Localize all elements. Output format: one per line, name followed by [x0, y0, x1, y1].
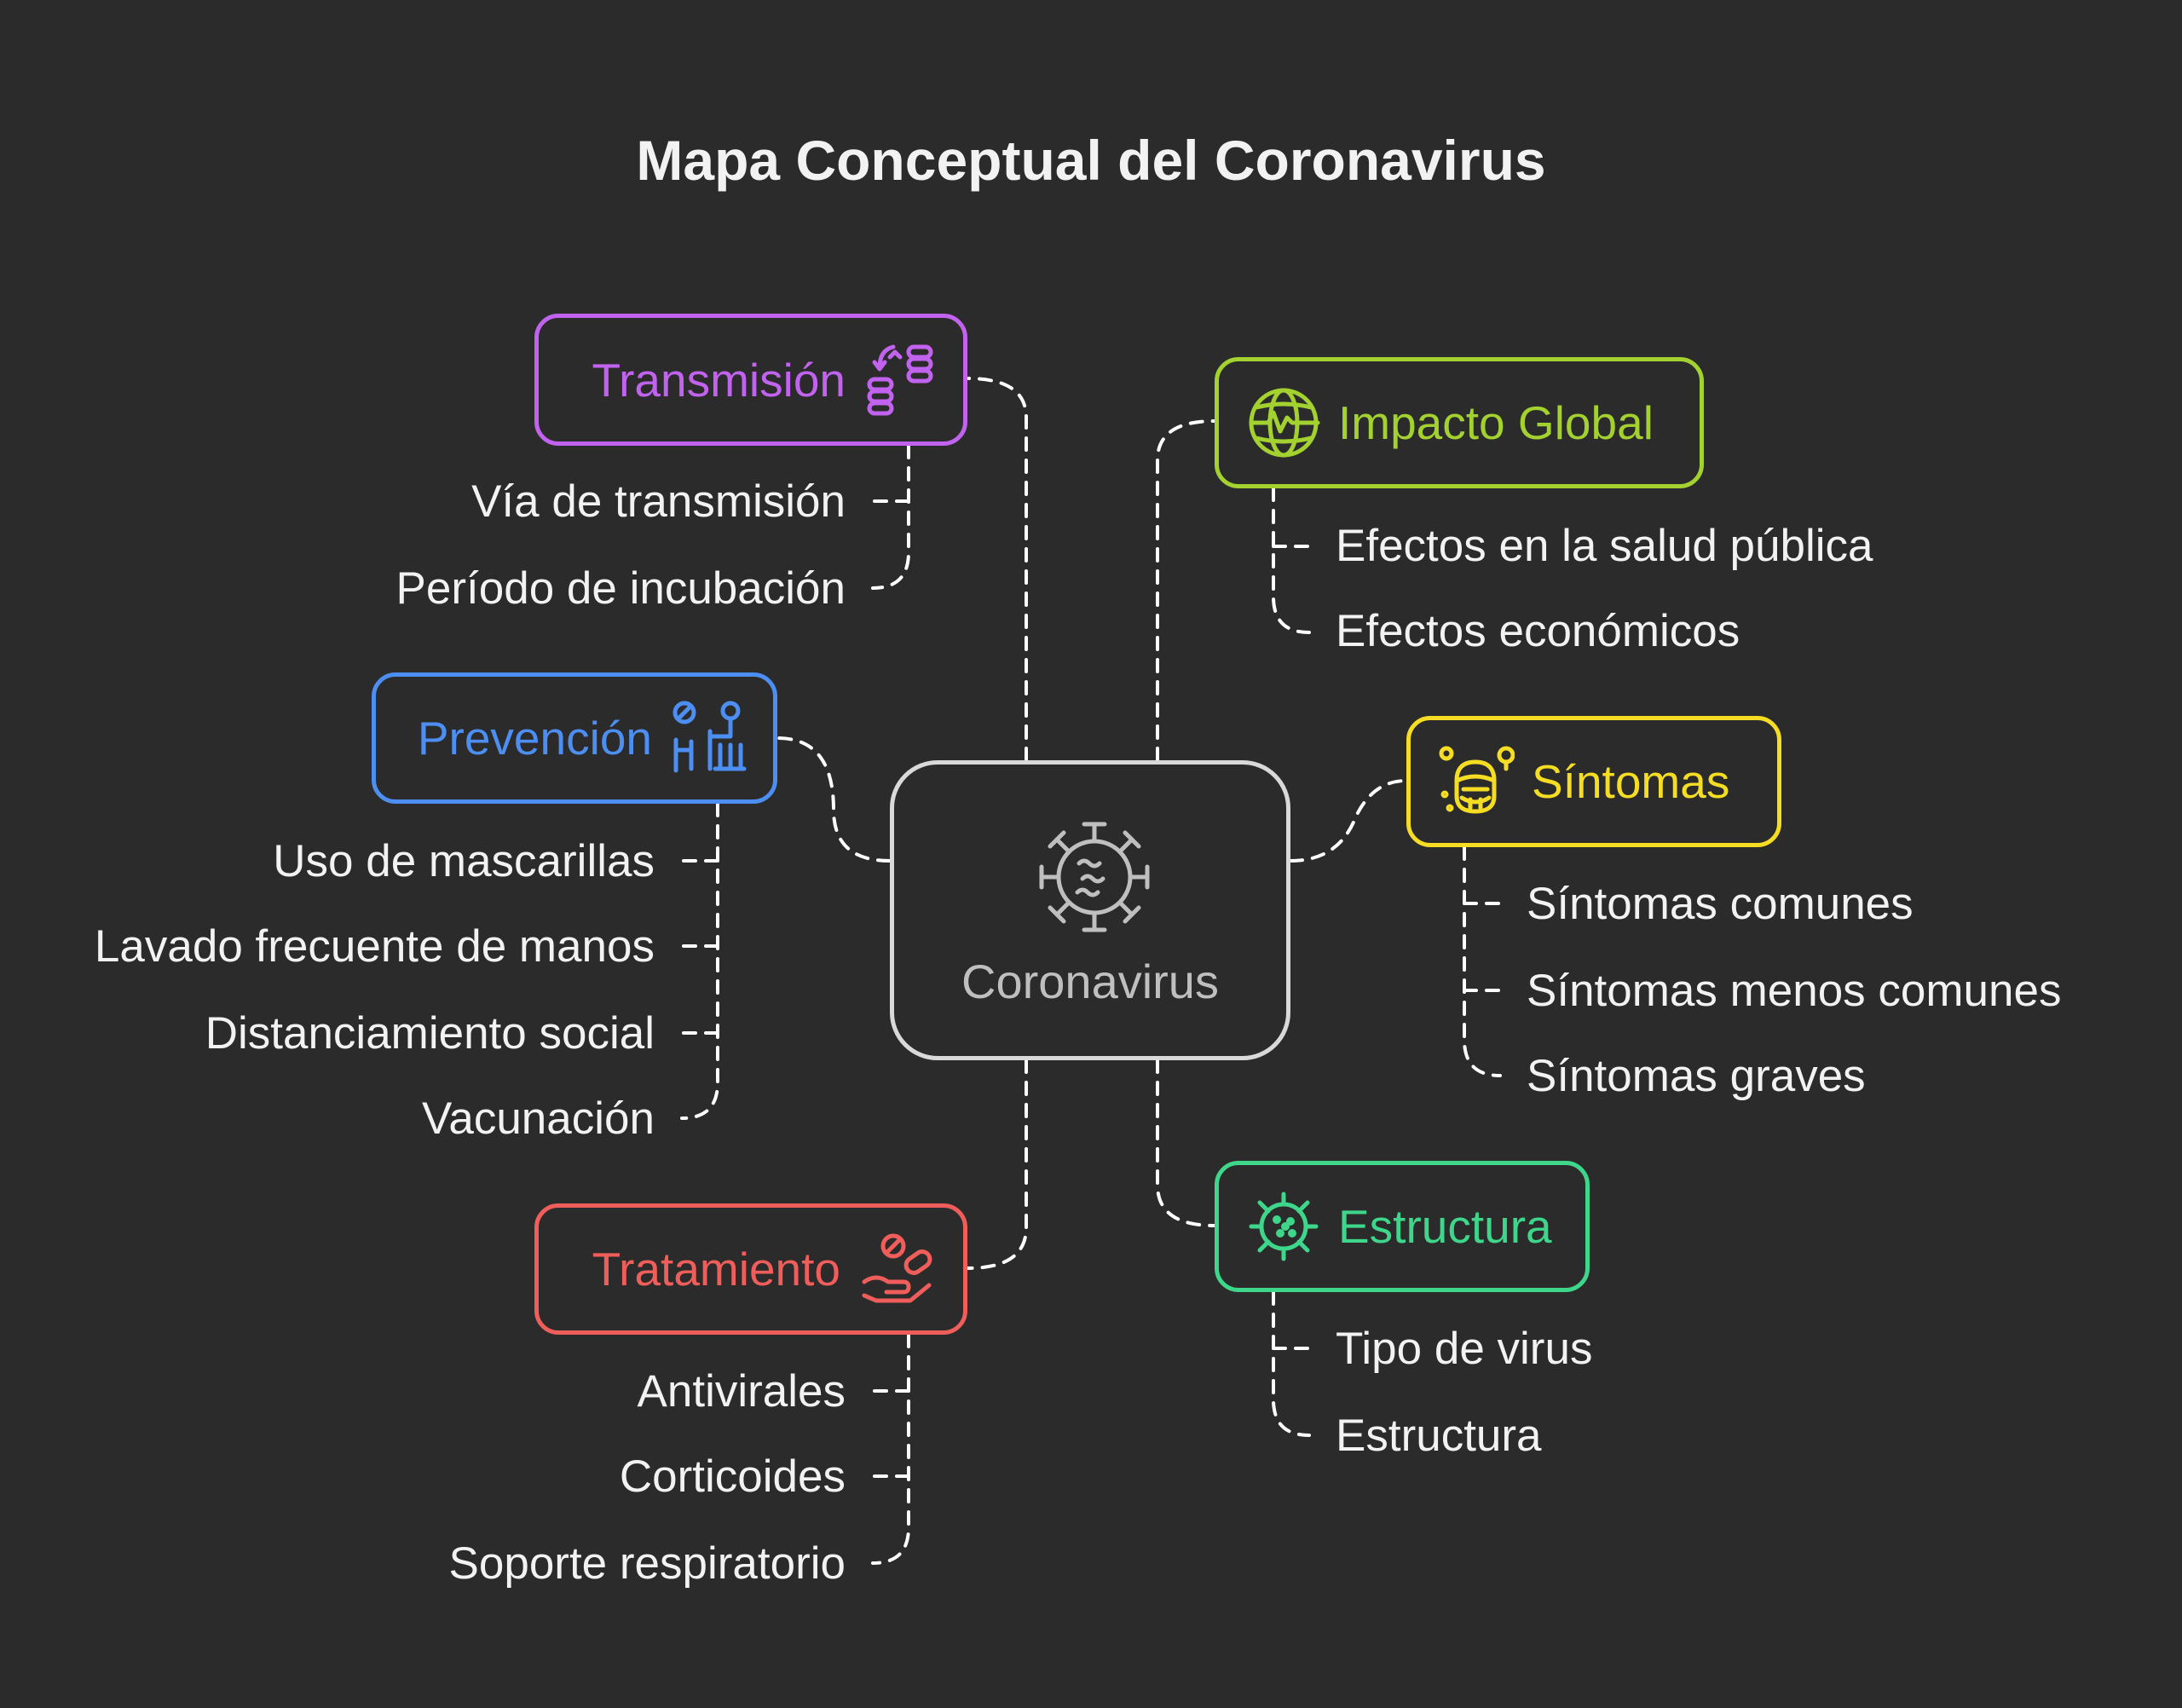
branch-impacto[interactable]: Impacto Global — [1215, 357, 1704, 488]
prevention-icon — [672, 701, 747, 773]
connector-sintomas — [1289, 779, 1408, 863]
branch-impacto-label: Impacto Global — [1338, 396, 1654, 449]
leaf-prevencion-2: Lavado frecuente de manos — [94, 921, 655, 972]
connector-tratamiento — [966, 1059, 1028, 1270]
leaf-sintomas-1: Síntomas comunes — [1527, 879, 1914, 929]
connector-transmision — [966, 377, 1028, 762]
leaf-sintomas-3: Síntomas graves — [1527, 1051, 1866, 1101]
branch-sintomas-label: Síntomas — [1532, 755, 1730, 808]
branch-prevencion[interactable]: Prevención — [372, 672, 777, 804]
branch-tratamiento[interactable]: Tratamiento — [534, 1203, 967, 1335]
page-title: Mapa Conceptual del Coronavirus — [636, 129, 1546, 192]
branch-tratamiento-label: Tratamiento — [592, 1243, 840, 1295]
center-node[interactable]: Coronavirus — [890, 760, 1290, 1060]
leaf-transmision-2: Período de incubación — [395, 563, 846, 614]
branch-prevencion-label: Prevención — [417, 712, 652, 765]
leaf-prevencion-3: Distanciamiento social — [205, 1008, 655, 1059]
branch-estructura-label: Estructura — [1338, 1200, 1552, 1253]
connector-prevencion — [776, 736, 892, 863]
leaf-prevencion-1: Uso de mascarillas — [273, 836, 655, 886]
leaf-sintomas-2: Síntomas menos comunes — [1527, 966, 2062, 1016]
branch-sintomas[interactable]: Síntomas — [1406, 716, 1781, 847]
transmission-icon — [867, 344, 933, 415]
treatment-icon — [862, 1233, 932, 1303]
leaf-prevencion-4: Vacunación — [421, 1093, 655, 1144]
bacteria-icon — [1249, 1192, 1319, 1261]
leaf-tratamiento-3: Soporte respiratorio — [448, 1538, 846, 1589]
virus-icon — [1039, 822, 1150, 932]
leaf-tratamiento-1: Antivirales — [637, 1366, 846, 1417]
leaf-estructura-1: Tipo de virus — [1336, 1324, 1593, 1374]
leaf-transmision-1: Vía de transmisión — [471, 476, 846, 527]
leaf-tratamiento-2: Corticoides — [619, 1451, 846, 1502]
center-label: Coronavirus — [961, 955, 1219, 1008]
leaf-estructura-2: Estructura — [1336, 1411, 1542, 1461]
sick-face-icon — [1439, 746, 1515, 814]
branch-transmision[interactable]: Transmisión — [534, 314, 967, 446]
leaf-impacto-2: Efectos económicos — [1336, 606, 1740, 656]
branch-estructura[interactable]: Estructura — [1215, 1161, 1590, 1292]
globe-icon — [1249, 388, 1320, 458]
branch-transmision-label: Transmisión — [592, 353, 846, 407]
connector-impacto — [1156, 419, 1216, 762]
leaf-impacto-1: Efectos en la salud pública — [1336, 521, 1873, 571]
connector-estructura — [1156, 1059, 1216, 1227]
